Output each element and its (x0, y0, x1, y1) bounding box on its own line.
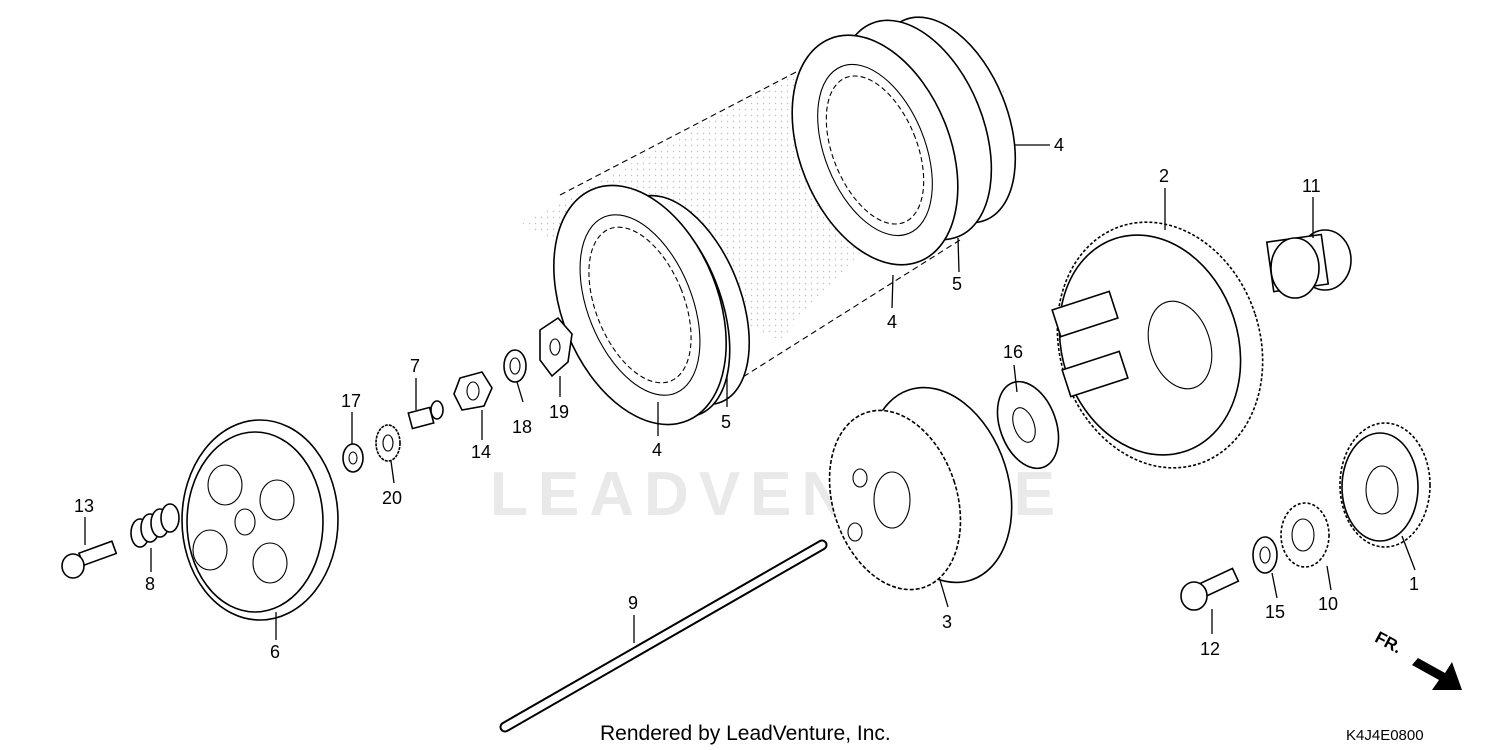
clutch-center (828, 386, 1013, 591)
fr-label: FR. (1372, 628, 1405, 658)
bolt-12 (1180, 567, 1240, 611)
callout-17: 17 (341, 391, 361, 411)
callout-3: 3 (942, 612, 952, 632)
pressure-plate (181, 419, 339, 621)
leader-lines (84, 144, 1416, 643)
lock-washer (539, 316, 573, 378)
callout-14: 14 (471, 442, 491, 462)
callout-6: 6 (270, 642, 280, 662)
bearing-20 (375, 424, 401, 462)
washer-17 (342, 443, 364, 473)
callout-19: 19 (549, 402, 569, 422)
callout-9: 9 (628, 593, 638, 613)
push-rod (499, 539, 828, 733)
callout-8: 8 (145, 574, 155, 594)
callout-10: 10 (1318, 594, 1338, 614)
callout-11: 11 (1302, 176, 1321, 196)
callout-18: 18 (512, 417, 532, 437)
callout-12: 12 (1200, 639, 1220, 659)
callout-4-top: 4 (1054, 135, 1064, 155)
diagram-code: K4J4E0800 (1346, 727, 1424, 744)
front-arrow-icon (1412, 658, 1462, 690)
callout-5-left: 5 (721, 412, 731, 432)
callouts: 1 2 3 4 4 4 5 5 6 7 8 9 10 11 12 13 14 1… (74, 135, 1419, 662)
lock-nut (453, 371, 493, 411)
clutch-plates-front-group (553, 184, 751, 426)
callout-5-right: 5 (952, 274, 962, 294)
front-direction-indicator: FR. (1372, 628, 1462, 690)
collar (1265, 229, 1352, 299)
washer-18 (503, 349, 527, 383)
small-washer (1252, 536, 1278, 574)
callout-15: 15 (1265, 602, 1285, 622)
primary-gear (1339, 422, 1431, 548)
clutch-spring (130, 503, 180, 548)
callout-13: 13 (74, 496, 94, 516)
callout-4-bottom: 4 (652, 440, 662, 460)
callout-20: 20 (382, 488, 402, 508)
clutch-outer (1051, 221, 1264, 469)
credit-text: Rendered by LeadVenture, Inc. (600, 722, 891, 745)
small-gear (1280, 502, 1330, 568)
callout-2: 2 (1159, 166, 1169, 186)
callout-7: 7 (410, 356, 420, 376)
callout-16: 16 (1003, 342, 1023, 362)
callout-4-middle: 4 (887, 312, 897, 332)
clutch-plates-rear-group (791, 16, 1017, 266)
bolt-13 (61, 540, 118, 579)
thrust-washer (996, 380, 1060, 470)
lifter-piece (407, 400, 444, 430)
callout-1: 1 (1409, 574, 1419, 594)
